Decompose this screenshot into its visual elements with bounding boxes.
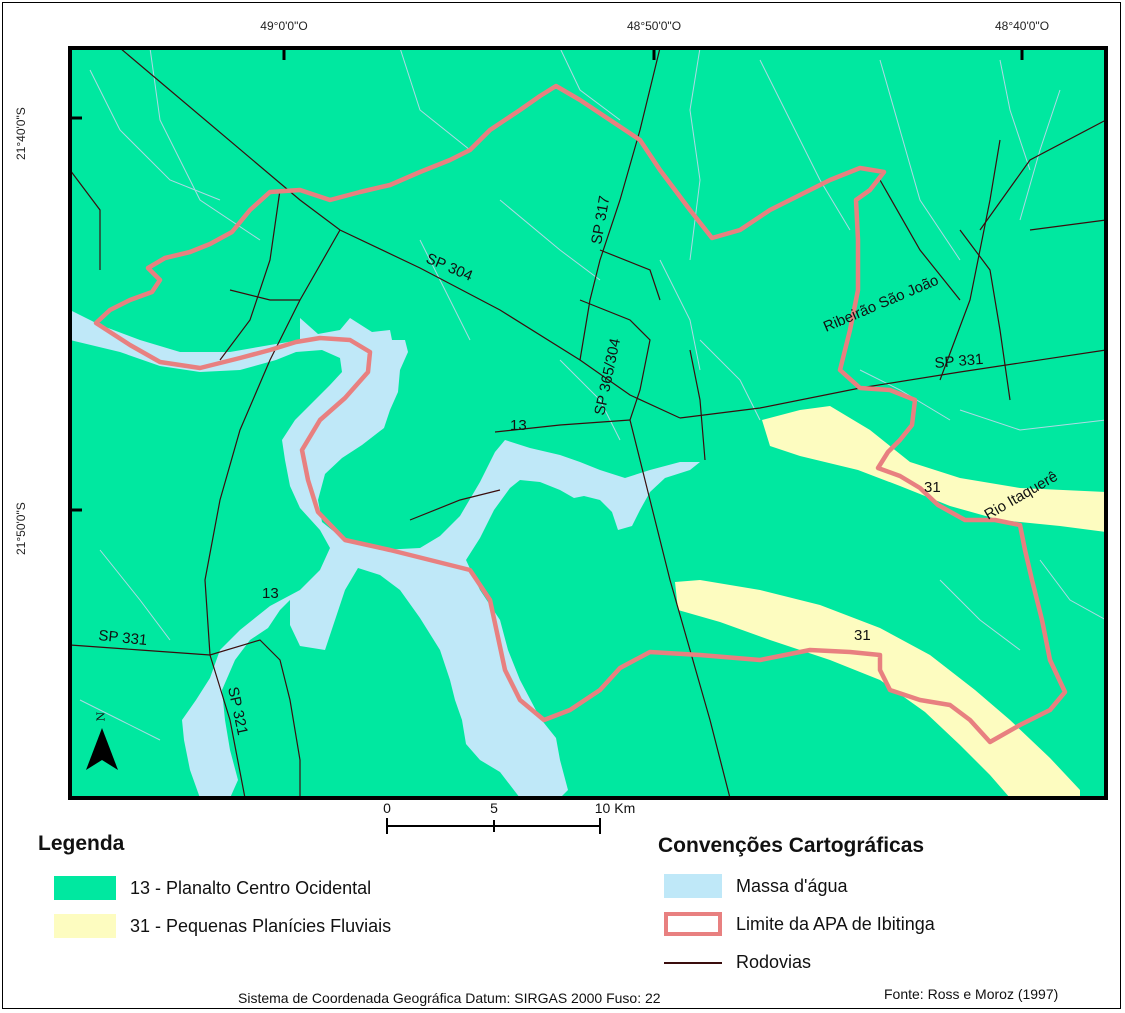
reservoir-water [70, 310, 700, 798]
conventions-title: Convenções Cartográficas [658, 834, 925, 857]
footer-source: Fonte: Ross e Moroz (1997) [884, 986, 1059, 1002]
road-branch-2 [229, 289, 300, 301]
convention-swatch-water [664, 874, 722, 898]
lon-label-48-50: 48°50'0"O [626, 19, 682, 33]
north-letter: N [94, 711, 108, 722]
road-branch-4 [70, 169, 101, 270]
road-sp365 [579, 299, 731, 798]
road-west-1 [204, 229, 341, 798]
label-unit31-b: 31 [854, 627, 871, 644]
convention-label-apa: Limite da APA de Ibitinga [736, 913, 935, 934]
label-sp331-east: SP 331 [934, 351, 984, 372]
road-ne-3 [939, 139, 1001, 381]
planicie-fluvial-south [675, 580, 1080, 798]
legend-label-planalto: 13 - Planalto Centro Ocidental [130, 877, 372, 898]
road-ne-1 [979, 119, 1106, 231]
convention-label-roads: Rodovias [736, 952, 812, 972]
road-mid [689, 349, 706, 461]
scale-label-0: 0 [383, 800, 391, 816]
label-sp331-west: SP 331 [98, 627, 148, 649]
convention-item-water: Massa d'água [664, 874, 848, 898]
roads [70, 48, 1106, 798]
legend-swatch-planicie [54, 914, 116, 938]
legend-swatch-planalto [54, 876, 116, 900]
road-e [1029, 219, 1106, 231]
lon-label-49: 49°0'0"O [260, 19, 308, 33]
planicie-fluvial-north [762, 406, 1106, 532]
scale-bar [386, 818, 601, 834]
convention-swatch-roads [664, 961, 722, 964]
road-branch-1 [599, 249, 661, 301]
label-unit13-a: 13 [510, 417, 527, 434]
road-ne-4 [879, 179, 961, 301]
graticule-ticks [68, 46, 1024, 512]
road-sp331-west [70, 639, 301, 798]
streams [79, 48, 1106, 741]
convention-swatch-apa [664, 912, 722, 936]
legend-item-planalto: 13 - Planalto Centro Ocidental [54, 876, 371, 900]
footer-datum: Sistema de Coordenada Geográfica Datum: … [238, 990, 661, 1006]
north-arrow-icon [86, 728, 118, 770]
apa-ibitinga-limit [93, 83, 1068, 745]
label-unit13-b: 13 [262, 585, 279, 602]
legend-title: Legenda [38, 832, 125, 855]
road-ne-2 [959, 229, 1011, 401]
label-unit31-a: 31 [924, 479, 941, 496]
lon-label-48-40: 48°40'0"O [994, 19, 1050, 33]
scale-label-5: 5 [490, 800, 498, 816]
convention-item-roads: Rodovias [664, 952, 811, 973]
scale-label-10: 10 Km [594, 800, 636, 816]
road-sp317 [579, 48, 661, 361]
road-west-2 [219, 189, 281, 361]
legend-item-planicie: 31 - Pequenas Planícies Fluviais [54, 914, 391, 938]
map-frame [68, 46, 1108, 800]
road-13 [494, 419, 631, 433]
legend-label-planicie: 31 - Pequenas Planícies Fluviais [130, 915, 392, 936]
convention-label-water: Massa d'água [736, 875, 848, 896]
road-branch-3 [409, 489, 501, 521]
road-sp304 [119, 48, 681, 419]
convention-item-apa: Limite da APA de Ibitinga [664, 912, 935, 936]
